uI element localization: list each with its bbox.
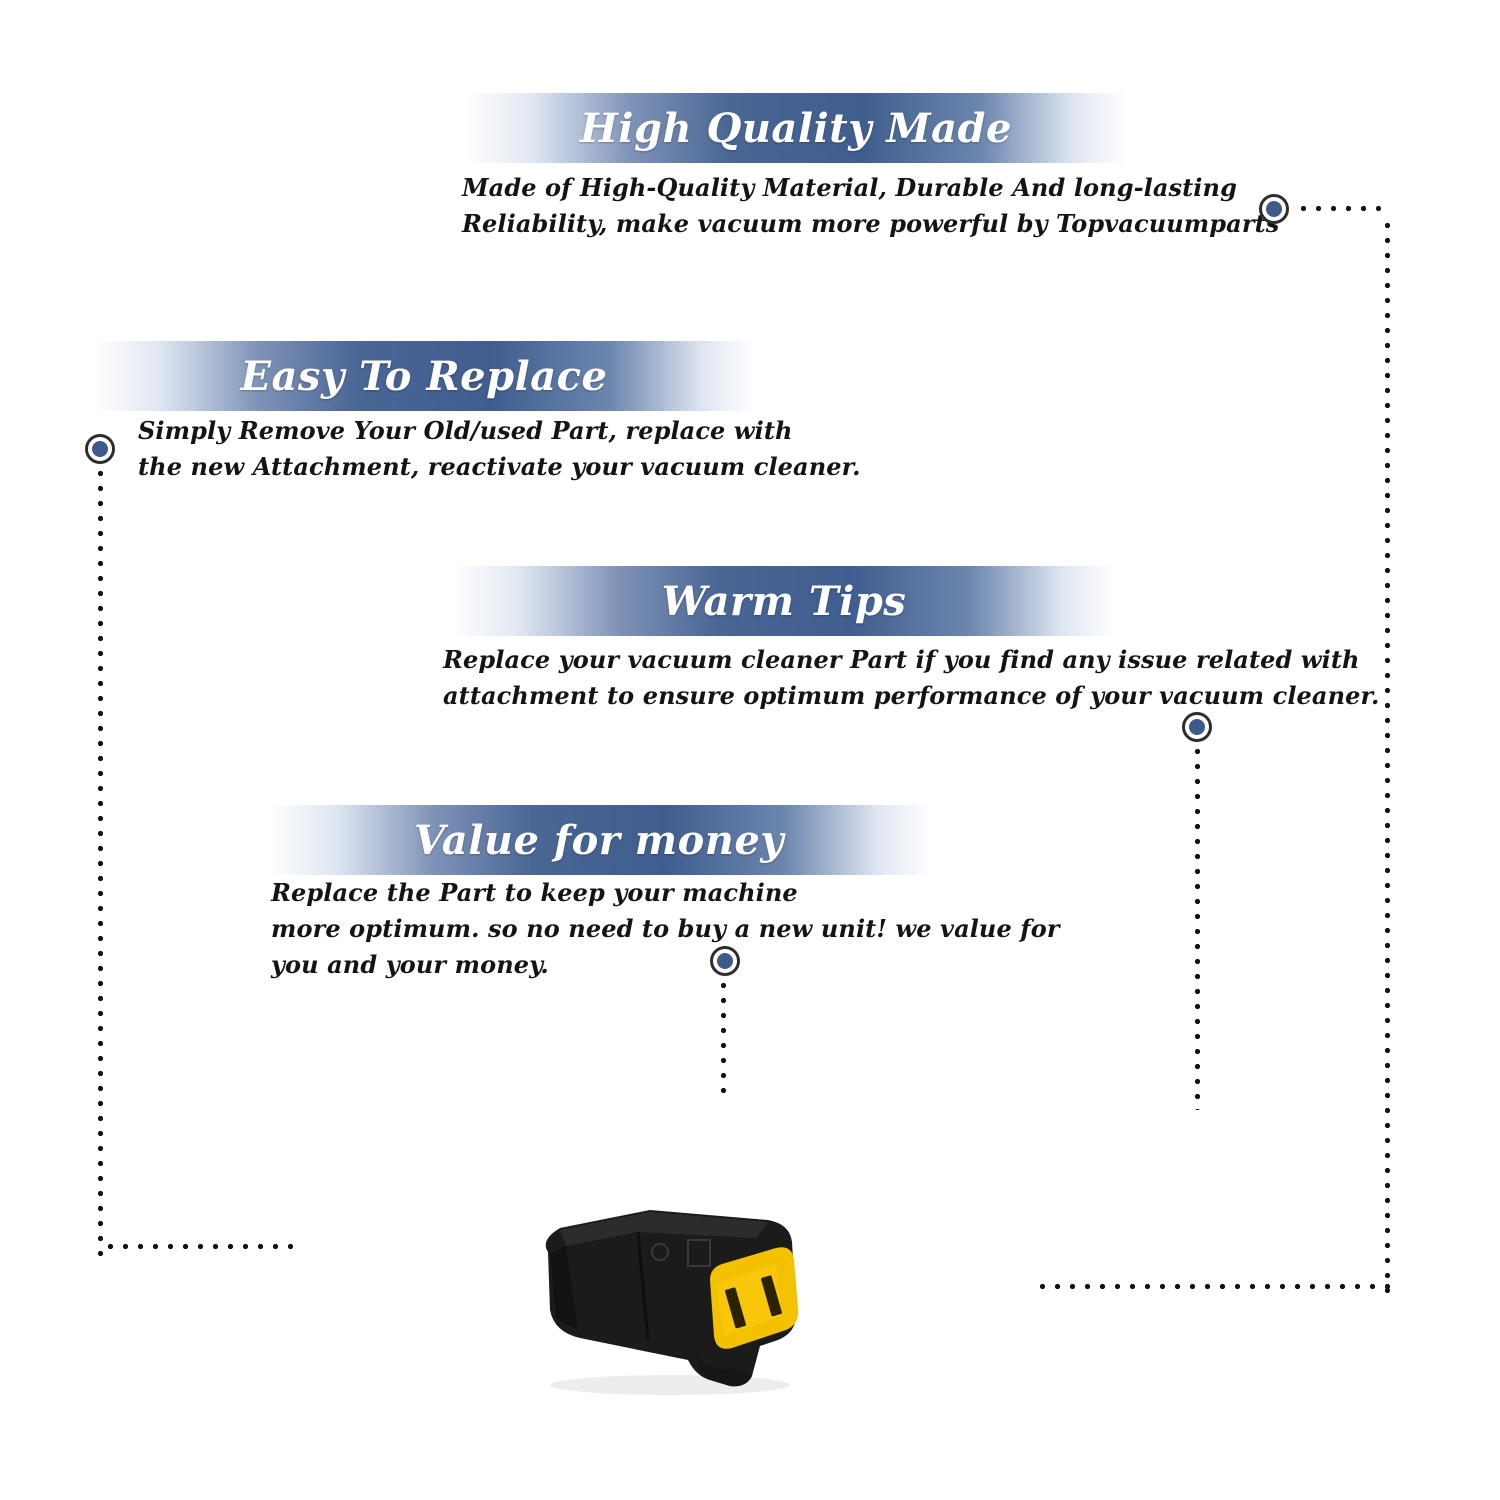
marker-easy-to-replace (85, 434, 115, 464)
connector-dots (1385, 218, 1390, 1293)
description-line: Made of High-Quality Material, Durable A… (462, 173, 1237, 202)
marker-warm-tips (1182, 712, 1212, 742)
description-line: attachment to ensure optimum performance… (443, 681, 1380, 710)
connector-dots (1035, 1284, 1390, 1289)
description-easy-to-replace: Simply Remove Your Old/used Part, replac… (138, 413, 861, 485)
connector-dots (721, 978, 726, 1094)
description-value-for-money: Replace the Part to keep your machine mo… (271, 875, 1060, 983)
banner-title: Easy To Replace (240, 352, 608, 400)
connector-dots (1195, 744, 1200, 1110)
connector-plug-image (545, 1210, 799, 1395)
banner-warm-tips: Warm Tips (452, 566, 1116, 636)
description-line: Reliability, make vacuum more powerful b… (462, 209, 1280, 238)
description-warm-tips: Replace your vacuum cleaner Part if you … (443, 642, 1380, 714)
description-line: Replace the Part to keep your machine (271, 878, 798, 907)
banner-title: High Quality Made (580, 104, 1012, 152)
description-line: Replace your vacuum cleaner Part if you … (443, 645, 1360, 674)
banner-value-for-money: Value for money (267, 805, 931, 875)
marker-high-quality-made (1259, 194, 1289, 224)
marker-value-for-money (710, 946, 740, 976)
description-line: more optimum. so no need to buy a new un… (271, 914, 1060, 943)
banner-high-quality-made: High Quality Made (465, 93, 1127, 163)
banner-title: Value for money (413, 816, 785, 864)
description-high-quality-made: Made of High-Quality Material, Durable A… (462, 170, 1279, 242)
description-line: the new Attachment, reactivate your vacu… (138, 452, 861, 481)
banner-title: Warm Tips (661, 577, 907, 625)
connector-dots (1296, 206, 1391, 211)
description-line: Simply Remove Your Old/used Part, replac… (138, 416, 793, 445)
connector-dots (98, 466, 103, 1256)
connector-dots (103, 1244, 301, 1249)
banner-easy-to-replace: Easy To Replace (92, 341, 756, 411)
description-line: you and your money. (271, 950, 549, 979)
